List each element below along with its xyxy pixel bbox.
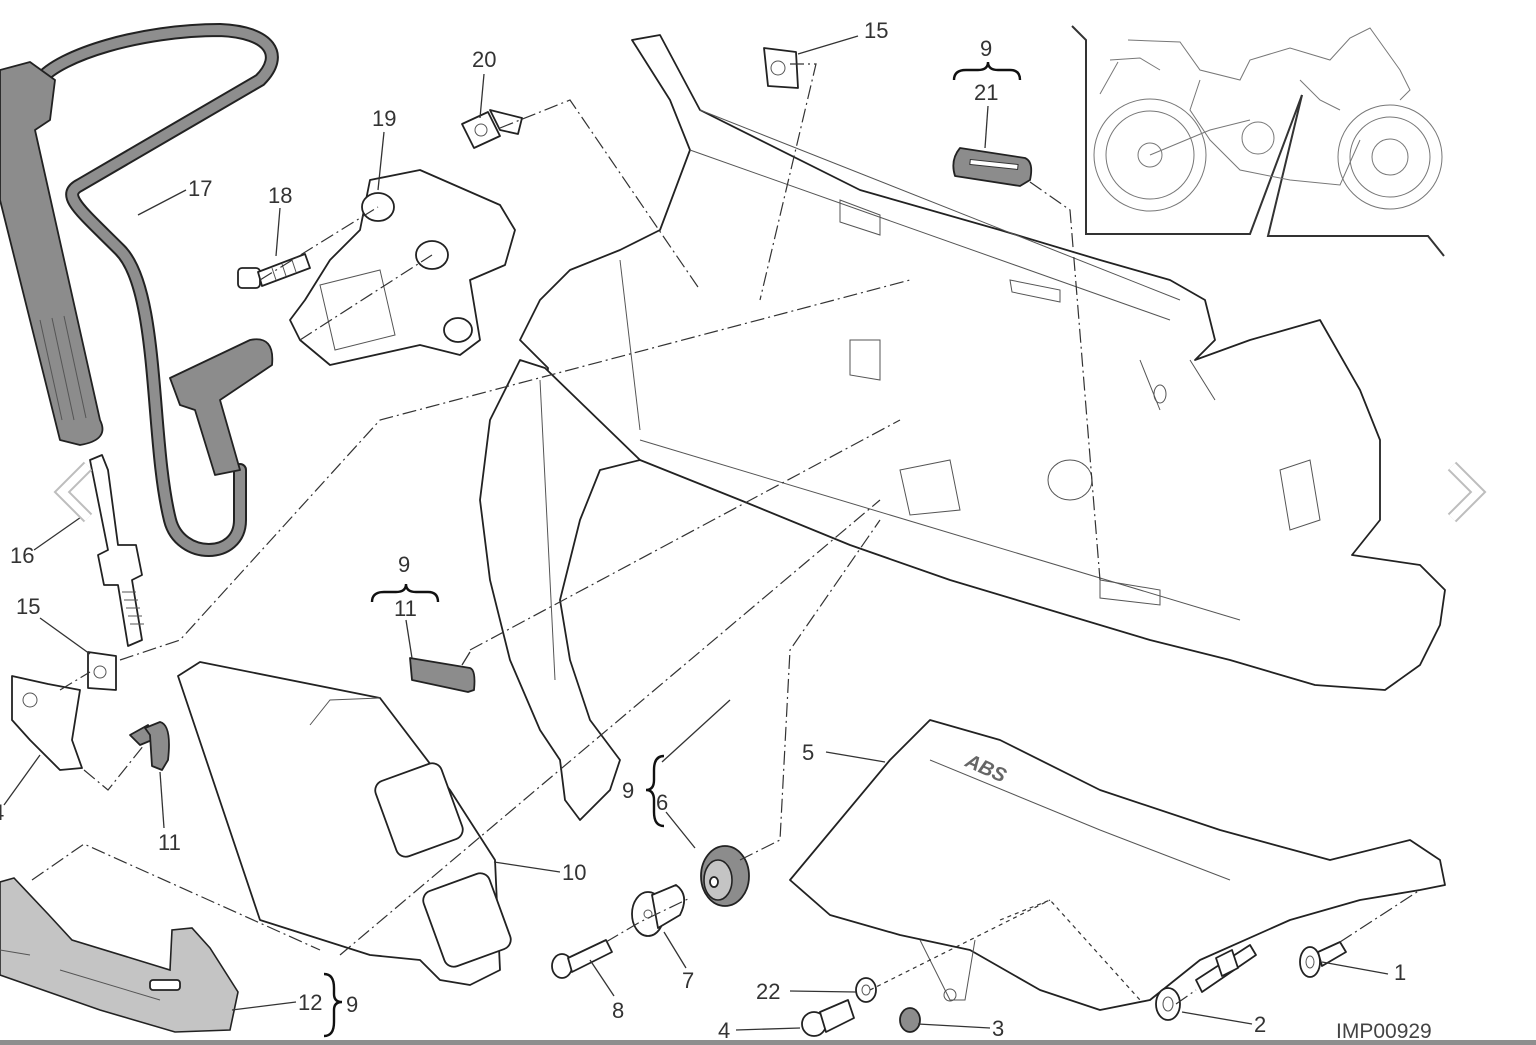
callout-8: 8 xyxy=(612,998,624,1023)
clip-nut-15-top xyxy=(763,47,799,89)
fairing-inner-panel xyxy=(519,34,1446,691)
callout-19: 19 xyxy=(372,106,396,131)
bracket-4 xyxy=(11,675,83,771)
callout-3: 3 xyxy=(992,1016,1004,1040)
spark-plug-16 xyxy=(89,454,144,647)
callout-17: 17 xyxy=(188,176,212,201)
ecu-10 xyxy=(177,661,512,986)
screw-1 xyxy=(1299,941,1347,978)
callout-15-top: 15 xyxy=(864,18,888,43)
drawing-code: IMP00929 xyxy=(1336,1020,1432,1040)
previous-image-button[interactable] xyxy=(48,452,108,532)
callout-9-grommet: 9 xyxy=(622,778,634,803)
callout-10: 10 xyxy=(562,860,586,885)
callout-5: 5 xyxy=(802,740,814,765)
callout-18: 18 xyxy=(268,183,292,208)
fairing-side-panel xyxy=(479,359,641,821)
callout-9-mid: 9 xyxy=(398,552,410,577)
motorcycle-inset xyxy=(1071,25,1445,257)
callout-11-plug: 11 xyxy=(158,830,181,855)
grommet-3 xyxy=(899,1007,921,1033)
kit-braces xyxy=(323,61,1022,1038)
callout-9-tray: 9 xyxy=(346,992,358,1017)
clip-nut-20 xyxy=(461,109,523,149)
chevron-left-icon xyxy=(53,461,93,523)
ecu-tray-12 xyxy=(0,877,239,1033)
bolt-8 xyxy=(551,939,613,979)
bolt-18 xyxy=(237,253,311,289)
abs-cover-5 xyxy=(789,719,1446,1011)
callout-6: 6 xyxy=(656,790,668,815)
rubber-block-21 xyxy=(952,147,1033,187)
clip-nut-15-left xyxy=(87,651,117,691)
spacer-7 xyxy=(631,884,686,937)
next-image-button[interactable] xyxy=(1432,452,1492,532)
callout-11-pad: 11 xyxy=(394,596,417,621)
callout-2: 2 xyxy=(1254,1012,1266,1037)
callout-labels: 1 2 3 4 4 5 6 7 8 9 9 9 9 10 11 11 12 15… xyxy=(0,18,1432,1040)
callout-1: 1 xyxy=(1394,960,1406,985)
callout-4-bottom: 4 xyxy=(718,1018,730,1040)
pad-11 xyxy=(409,651,476,693)
grommet-6 xyxy=(700,845,750,907)
rubber-plug-11 xyxy=(129,721,170,771)
callout-4-left: 4 xyxy=(0,800,4,825)
callout-20: 20 xyxy=(472,47,496,72)
bolt-4 xyxy=(801,999,855,1037)
callout-7: 7 xyxy=(682,968,694,993)
callout-12: 12 xyxy=(298,990,322,1015)
callout-21: 21 xyxy=(974,80,998,105)
washer-22 xyxy=(855,977,877,1003)
stud-2 xyxy=(1155,944,1257,1021)
ignition-cable-17 xyxy=(0,22,279,557)
leader-lines xyxy=(3,35,1389,1031)
assembly-lines xyxy=(31,63,1421,1005)
callout-22: 22 xyxy=(756,979,780,1004)
callout-16: 16 xyxy=(10,543,34,568)
callout-9-top: 9 xyxy=(980,36,992,61)
chevron-right-icon xyxy=(1447,461,1487,523)
callout-15-left: 15 xyxy=(16,594,40,619)
viewer-bottom-border xyxy=(0,1040,1536,1045)
ignition-coil-19 xyxy=(289,169,516,366)
